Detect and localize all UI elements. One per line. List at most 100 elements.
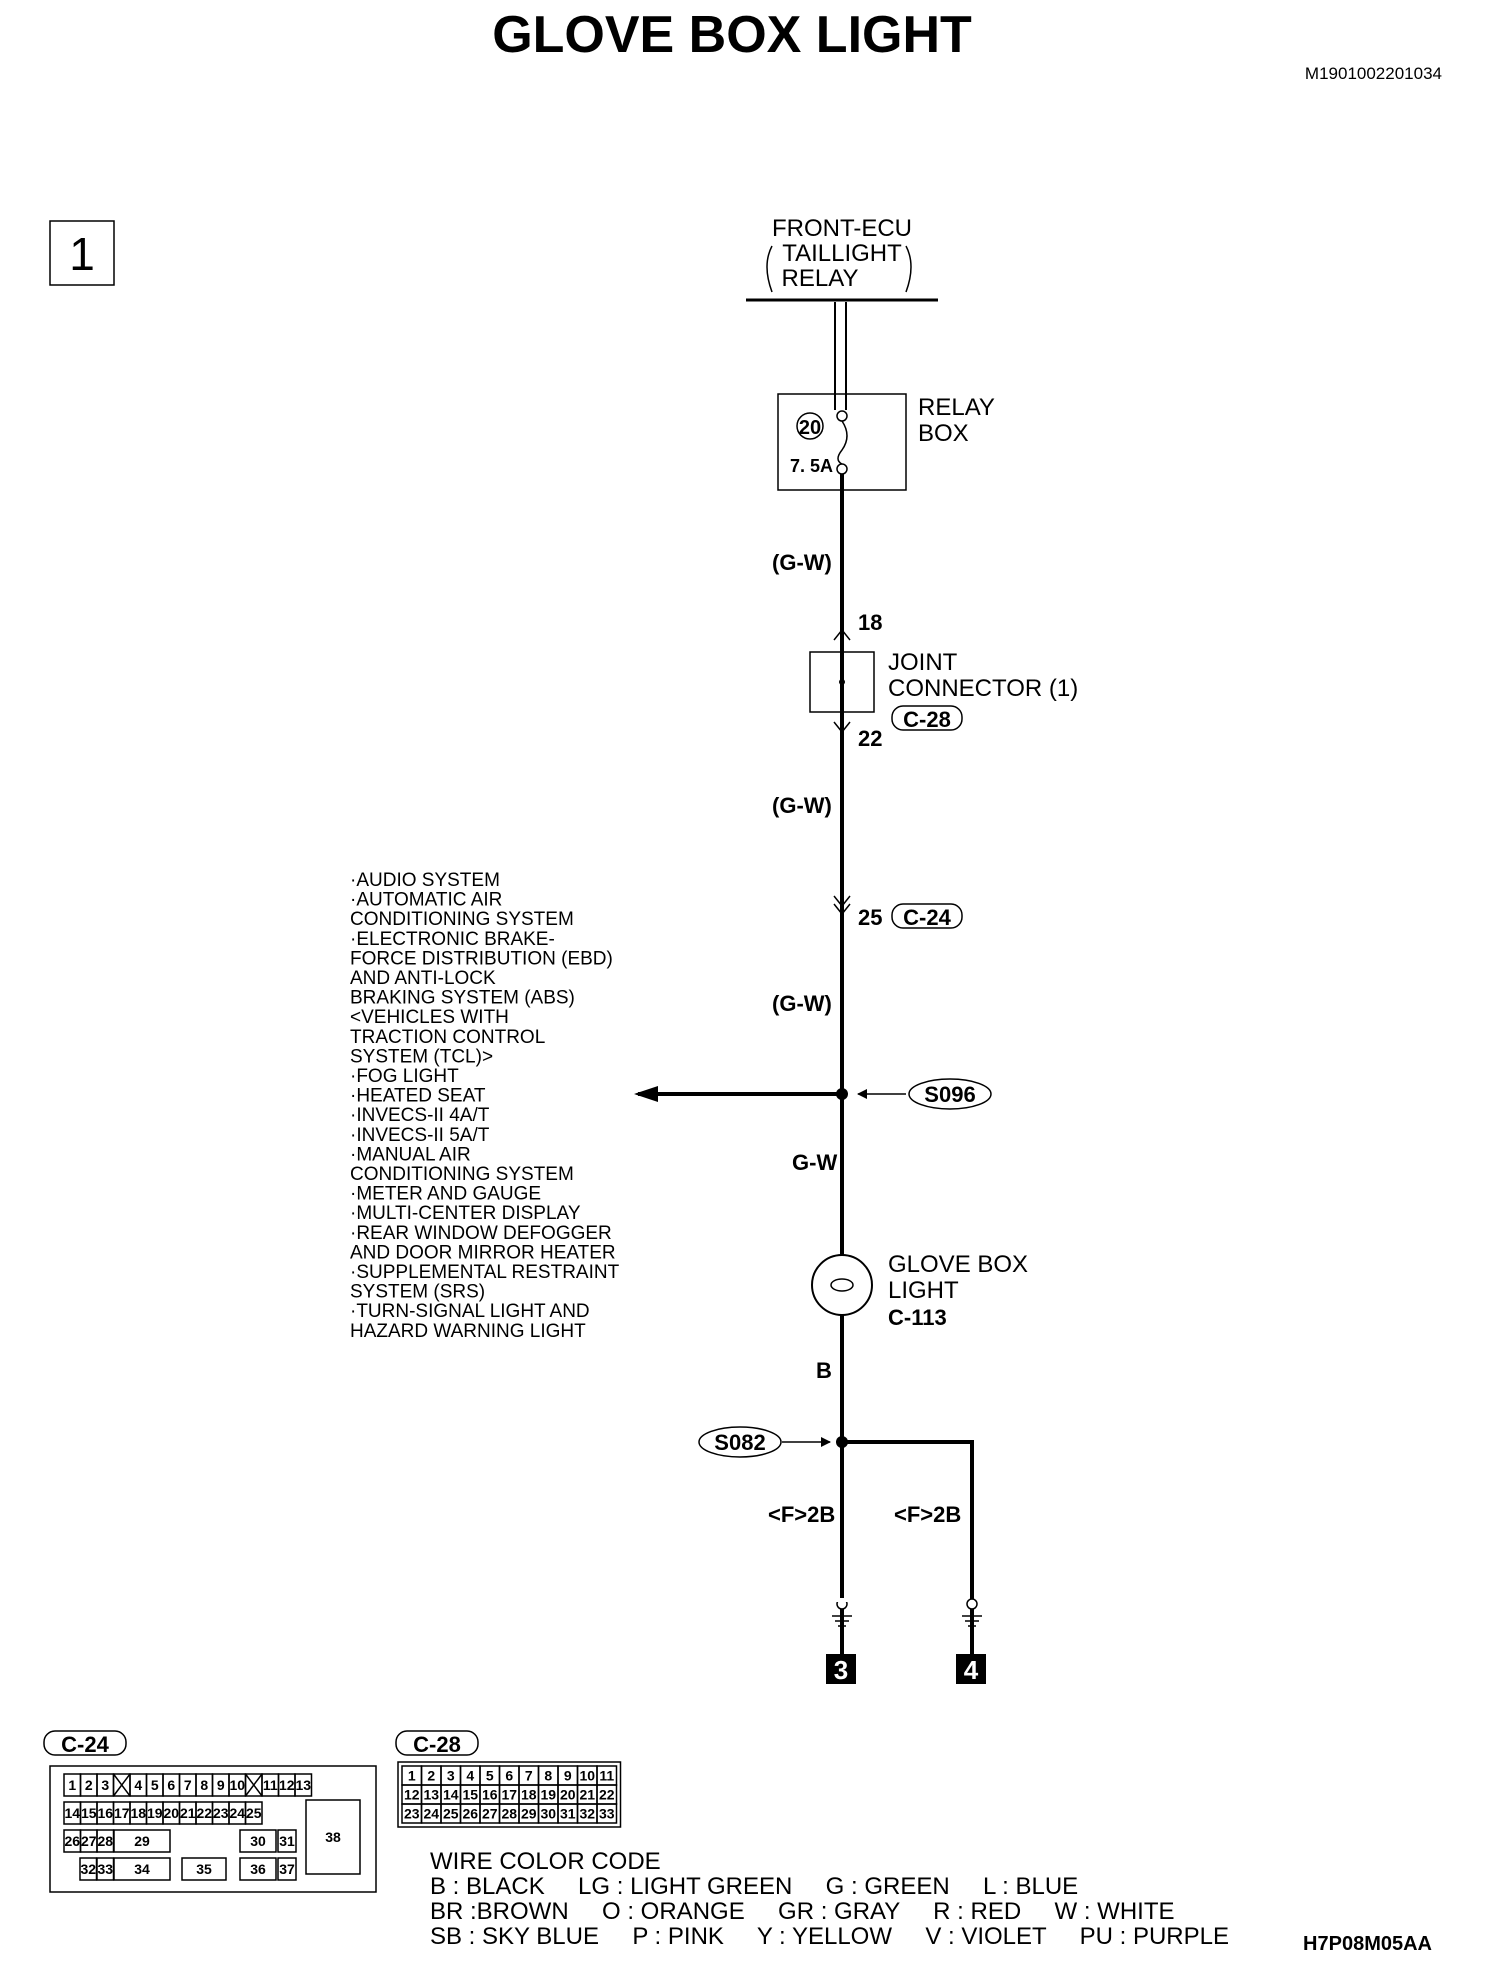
connector-pin-number: 25 [246,1805,262,1821]
connector-pin-number: 31 [560,1806,576,1822]
relay-box-label1: RELAY [918,394,995,421]
connector-pin-cell [277,1829,297,1853]
connector-pin-number: 10 [579,1768,595,1784]
connector-pin-number: 13 [295,1777,311,1793]
wire-color-1: (G-W) [772,550,832,575]
connector-pin-number: 3 [447,1768,455,1784]
connector-pin-number: 34 [134,1861,150,1877]
wire-color-3: (G-W) [772,991,832,1016]
system-line: ·FOG LIGHT [350,1066,459,1087]
system-line: ·TURN-SIGNAL LIGHT AND [350,1301,590,1322]
connector-pin-number: 21 [579,1787,595,1803]
connector-pin-number: 17 [501,1787,517,1803]
connector-pin-number: 2 [427,1768,435,1784]
system-line: CONDITIONING SYSTEM [350,909,574,930]
wire-color-7: <F>2B [894,1502,961,1527]
glove-box-light: GLOVE BOX LIGHT C-113 [811,1251,1028,1330]
joint-pin-out: 22 [858,726,882,751]
legend-line1: B : BLACK LG : LIGHT GREEN G : GREEN L :… [430,1873,1078,1900]
connector-pin-number: 24 [229,1805,245,1821]
splice-s096-label: S096 [924,1082,975,1107]
connector-pin-number: 1 [408,1768,416,1784]
page-title: GLOVE BOX LIGHT [492,6,972,64]
connector-pin-cell [294,1773,313,1797]
connector-pin-number: 35 [196,1861,212,1877]
system-line: AND ANTI-LOCK [350,968,496,989]
system-line: SYSTEM (TCL)> [350,1046,493,1067]
system-line: AND DOOR MIRROR HEATER [350,1242,616,1263]
front-ecu-taillight-relay: FRONT-ECU TAILLIGHT RELAY [746,215,938,302]
system-line: ·REAR WINDOW DEFOGGER [350,1223,612,1244]
connector-pin-number: 21 [180,1805,196,1821]
system-line: ·AUDIO SYSTEM [350,870,500,891]
connector-pin-number: 1 [68,1777,76,1793]
connector-pin-number: 22 [196,1805,212,1821]
connector-pin-number: 23 [404,1806,420,1822]
connector-pin-cell [113,1857,171,1881]
splice-s082-label: S082 [714,1430,765,1455]
legend-line3: SB : SKY BLUE P : PINK Y : YELLOW V : VI… [430,1923,1229,1950]
system-line: ·MULTI-CENTER DISPLAY [350,1203,581,1224]
source-line3: RELAY [782,265,859,292]
system-line: ·INVECS-II 4A/T [350,1105,490,1126]
connector-pin-number: 30 [540,1806,556,1822]
system-line: ·MANUAL AIR [350,1144,471,1165]
connector-pin-cell [239,1857,277,1881]
source-line2: TAILLIGHT [782,240,902,267]
connector-pin-number: 12 [404,1787,420,1803]
connector-pin-number: 11 [599,1768,614,1784]
ground-4: 4 [956,1598,986,1685]
connector-pin-number: 18 [130,1805,146,1821]
connector-pin-number: 8 [200,1777,208,1793]
connector-pin-number: 18 [521,1787,537,1803]
system-line: CONDITIONING SYSTEM [350,1164,574,1185]
glove-box-light-label2: LIGHT [888,1277,959,1304]
connector-pin-number: 9 [564,1768,572,1784]
connector-pin-cell [277,1857,297,1881]
joint-label1: JOINT [888,649,958,676]
connector-large-cavity [305,1799,361,1875]
connector-pin-number: 7 [184,1777,192,1793]
legend-title: WIRE COLOR CODE [430,1848,661,1875]
system-line: ·INVECS-II 5A/T [350,1125,490,1146]
joint-label2: CONNECTOR (1) [888,675,1078,702]
connector-pin-number: 37 [279,1861,295,1877]
system-line: ·SUPPLEMENTAL RESTRAINT [350,1262,620,1283]
connector-pin-cell [239,1829,277,1853]
connector-pin-number: 29 [521,1806,537,1822]
connector-pin-number: 26 [462,1806,478,1822]
ground-3-number: 3 [834,1655,848,1685]
connector-pin-number: 14 [443,1787,459,1803]
connector-pin-number: 6 [505,1768,513,1784]
joint-connector: 18 22 JOINT CONNECTOR (1) C-28 [809,610,1078,751]
connector-pin-number: 25 [443,1806,459,1822]
ground-4-number: 4 [964,1655,979,1685]
connector-pin-cell [596,1803,618,1824]
connector-pin-number: 17 [114,1805,130,1821]
page-number-box: 1 [49,220,115,286]
connector-pin-number: 29 [134,1833,150,1849]
page-number: 1 [69,228,95,280]
connector-pin-number: 6 [167,1777,175,1793]
connector-pin-number: 16 [482,1787,498,1803]
wire-color-2: (G-W) [772,793,832,818]
connector-pin-number: 23 [213,1805,229,1821]
connector-pin-number: 8 [544,1768,552,1784]
connector-pin-number: 2 [85,1777,93,1793]
connector-pin-number: 33 [599,1806,615,1822]
figure-code: H7P08M05AA [1303,1933,1432,1955]
connector-pin-number: 12 [279,1777,295,1793]
system-line: ·ELECTRONIC BRAKE- [350,929,555,950]
connector-pin-cell [244,1801,263,1825]
system-line: ·AUTOMATIC AIR [350,890,502,911]
system-line: TRACTION CONTROL [350,1027,545,1048]
system-line: ·METER AND GAUGE [350,1184,541,1205]
wire-color-4: G-W [792,1150,837,1175]
connector-pin-number: 9 [217,1777,225,1793]
connector-pin-number: 3 [101,1777,109,1793]
document-code: M1901002201034 [1305,64,1442,83]
connector-pin-number: 30 [250,1833,266,1849]
relay-box-label2: BOX [918,420,969,447]
